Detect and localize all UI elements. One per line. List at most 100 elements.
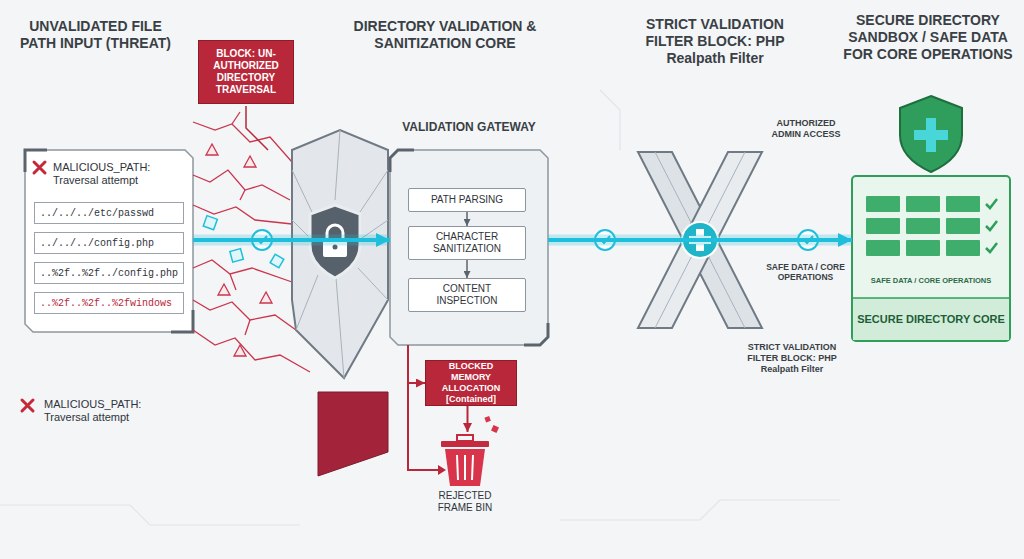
threat-caption: MALICIOUS_PATH: Traversal attempt (44, 398, 159, 424)
warning-triangle (244, 156, 256, 167)
traversal-crack (193, 122, 292, 162)
data-grid-cell (946, 240, 980, 256)
path-text: ../../../etc/passwd (40, 208, 154, 219)
defense-shield (333, 245, 338, 250)
circuit-trace (560, 500, 840, 520)
data-grid-cell (946, 218, 980, 234)
gateway-frame (390, 150, 548, 345)
connector-group (548, 240, 852, 241)
defense-shield (292, 130, 388, 378)
realpath-filter-x (638, 152, 762, 328)
check-circle (804, 236, 813, 243)
check-circle (601, 236, 610, 243)
reject-x-icon (22, 400, 33, 411)
input-panel: MALICIOUS_PATH: Traversal attempt../../.… (25, 150, 193, 332)
gateway-frame (390, 150, 414, 172)
data-cube (230, 249, 243, 262)
secure-shield-icon (914, 130, 948, 140)
connector-group (467, 406, 468, 432)
connector-group (467, 212, 468, 226)
traversal-crack (193, 170, 290, 200)
sandbox-frame (852, 176, 1010, 341)
input-panel-frame (25, 150, 47, 172)
sandbox-frame (852, 176, 1010, 341)
check-circle (595, 230, 615, 250)
data-grid-cell (946, 196, 980, 212)
connector-glow (548, 235, 852, 246)
defense-shield (327, 225, 343, 240)
realpath-filter-x (655, 152, 745, 328)
process-label: CHARACTER SANITIZATION (413, 231, 521, 255)
data-grid-cell (906, 240, 940, 256)
path-text: ..%2f..%2f..%2fwindows (40, 298, 172, 309)
check-circle (252, 230, 272, 250)
section-heading: DIRECTORY VALIDATION & SANITIZATION CORE (335, 18, 555, 52)
process-box: CONTENT INSPECTION (408, 278, 526, 312)
flow-note: STRICT VALIDATION FILTER BLOCK: PHP Real… (735, 342, 849, 375)
alert-text: BLOCKED MEMORY ALLOCATION [Contained] (431, 361, 511, 405)
section-heading: SECURE DIRECTORY SANDBOX / SAFE DATA FOR… (838, 12, 1018, 63)
check-circle (595, 230, 615, 250)
realpath-filter-x (682, 222, 718, 258)
sandbox-frame (853, 297, 1009, 299)
sandbox-title: SECURE DIRECTORY CORE (852, 299, 1010, 339)
trash-bin-icon (445, 449, 485, 486)
trash-bin-icon (441, 416, 499, 486)
realpath-filter-x (638, 152, 762, 328)
validation-gateway: VALIDATION GATEWAYPATH PARSINGCHARACTER … (390, 150, 548, 345)
input-panel-frame (25, 150, 193, 332)
process-box: CHARACTER SANITIZATION (408, 226, 526, 260)
check-circle (252, 230, 272, 250)
flow-arrow (193, 238, 390, 242)
path-text: ../../../config.php (40, 238, 154, 249)
sandbox-note: SAFE DATA / CORE OPERATIONS (852, 276, 1010, 285)
realpath-filter-x (689, 236, 711, 244)
warning-triangle (234, 345, 246, 356)
flow-arrow (548, 238, 852, 242)
flow-arrow (467, 406, 469, 432)
flow-note: AUTHORIZED ADMIN ACCESS (765, 118, 847, 140)
reject-x-icon (22, 162, 45, 411)
process-label: PATH PARSING (431, 194, 503, 206)
leader-line (246, 106, 268, 150)
data-cube (203, 216, 217, 230)
defense-shield (323, 239, 347, 257)
traversal-crack (193, 330, 310, 372)
defense-shield (292, 130, 388, 378)
process-box: PATH PARSING (408, 188, 526, 212)
trash-bin-icon (457, 455, 473, 480)
data-cube (203, 216, 284, 268)
traversal-crack (193, 300, 296, 330)
circuit-trace (0, 90, 840, 525)
gateway-frame (524, 323, 548, 345)
path-input-row: ..%2f..%2f..%2fwindows (34, 292, 184, 314)
gateway-frame (390, 150, 548, 345)
reject-line (438, 465, 446, 475)
rejected-frame (318, 392, 388, 476)
input-panel-frame (25, 150, 193, 332)
flow-arrow (466, 260, 468, 278)
check-circle (798, 230, 818, 250)
trash-bin-icon (441, 441, 489, 447)
connector-group (408, 345, 425, 383)
block-alert-box: BLOCKED MEMORY ALLOCATION [Contained] (425, 360, 517, 406)
warning-triangle (218, 284, 230, 295)
reject-x-icon (34, 162, 45, 173)
check-circle (258, 236, 267, 243)
alert-text: BLOCK: UN-AUTHORIZED DIRECTORY TRAVERSAL (204, 48, 288, 96)
flow-arrow (408, 345, 425, 383)
path-text: ..%2f..%2f../config.php (40, 268, 178, 279)
bin-label: REJECTED FRAME BIN (420, 490, 510, 514)
flow-note: SAFE DATA / CORE OPERATIONS (762, 262, 849, 282)
data-cube (270, 254, 284, 268)
circuit-trace (0, 505, 300, 525)
grid-check (986, 199, 997, 208)
path-input-row: ../../../etc/passwd (34, 202, 184, 224)
secure-shield-icon (900, 96, 962, 172)
data-grid-cell (906, 218, 940, 234)
secure-sandbox: SAFE DATA / CORE OPERATIONS SECURE DIRECT… (852, 176, 1010, 341)
process-label: CONTENT INSPECTION (413, 283, 521, 307)
connector-group (193, 240, 390, 241)
gateway-heading: VALIDATION GATEWAY (390, 120, 548, 134)
